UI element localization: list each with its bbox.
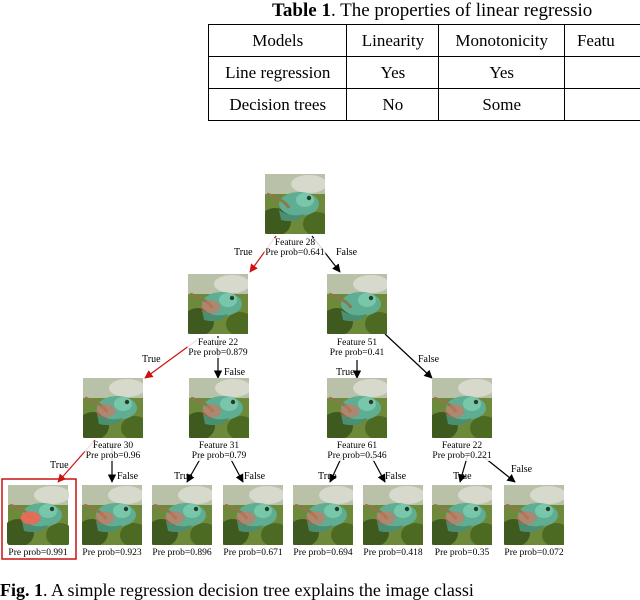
node-feature-text: Feature 22 [188, 338, 247, 348]
salient-region-leaf6 [376, 511, 395, 524]
salient-region-l1 [201, 300, 220, 313]
salient-region-leaf1 [21, 511, 41, 524]
salient-region-leaf2 [95, 511, 114, 524]
node-image-root [259, 174, 331, 236]
salient-region-leaf5 [306, 511, 325, 524]
edge-label-rl-false: False [385, 471, 406, 482]
edge-label-rl-true: True [318, 471, 337, 482]
figure-caption: Fig. 1. A simple regression decision tre… [0, 580, 474, 600]
edge-label-root-true: True [234, 247, 253, 258]
node-label-leaf1: Pre prob=0.991 [7, 548, 68, 558]
salient-region-lr [202, 404, 221, 417]
node-prob-text: Pre prob=0.79 [192, 451, 246, 461]
edge-label-r1-false: False [418, 354, 439, 365]
figure-caption-text: . A simple regression decision tree expl… [43, 580, 474, 600]
salient-region-leaf3 [165, 511, 184, 524]
edge-label-root-false: False [336, 247, 357, 258]
edge-label-rr-false: False [511, 464, 532, 475]
edge-label-lr-false: False [244, 471, 265, 482]
node-label-leaf5: Pre prob=0.694 [292, 548, 353, 558]
node-label-leaf8: Pre prob=0.072 [503, 548, 564, 558]
node-feature-text: Feature 51 [330, 338, 384, 348]
salient-region-leaf4 [236, 511, 255, 524]
node-label-leaf6: Pre prob=0.418 [362, 548, 423, 558]
edge-label-l1-true: True [142, 354, 161, 365]
node-feature-text: Feature 61 [327, 441, 386, 451]
node-prob-text: Pre prob=0.96 [86, 451, 140, 461]
node-prob-text: Pre prob=0.671 [223, 548, 282, 558]
node-label-leaf7: Pre prob=0.35 [434, 548, 490, 558]
node-prob-text: Pre prob=0.641 [265, 248, 324, 258]
salient-region-leaf7 [445, 511, 464, 524]
edge-label-lr-true: True [174, 471, 193, 482]
salient-region-rr [445, 404, 464, 417]
edge-label-ll-true: True [50, 460, 69, 471]
node-prob-text: Pre prob=0.879 [188, 348, 247, 358]
node-image-r1 [321, 274, 393, 336]
node-feature-text: Feature 22 [432, 441, 491, 451]
node-prob-text: Pre prob=0.896 [152, 548, 211, 558]
edge-label-rr-true: True [453, 471, 472, 482]
edge-label-r1-true: True [336, 367, 355, 378]
salient-region-leaf8 [517, 511, 536, 524]
node-prob-text: Pre prob=0.546 [327, 451, 386, 461]
node-prob-text: Pre prob=0.41 [330, 348, 384, 358]
node-feature-text: Feature 31 [192, 441, 246, 451]
figure-label: Fig. 1 [0, 580, 43, 600]
node-prob-text: Pre prob=0.923 [82, 548, 141, 558]
node-prob-text: Pre prob=0.072 [504, 548, 563, 558]
node-prob-text: Pre prob=0.694 [293, 548, 352, 558]
salient-region-rl [340, 404, 359, 417]
salient-region-ll [96, 404, 115, 417]
node-prob-text: Pre prob=0.991 [8, 548, 67, 558]
node-label-leaf4: Pre prob=0.671 [222, 548, 283, 558]
edge-label-l1-false: False [224, 367, 245, 378]
edge-label-ll-false: False [117, 471, 138, 482]
node-label-leaf3: Pre prob=0.896 [151, 548, 212, 558]
node-label-leaf2: Pre prob=0.923 [81, 548, 142, 558]
node-prob-text: Pre prob=0.418 [363, 548, 422, 558]
node-feature-text: Feature 28 [265, 238, 324, 248]
node-prob-text: Pre prob=0.35 [435, 548, 489, 558]
tree-nodes [2, 174, 570, 559]
node-feature-text: Feature 30 [86, 441, 140, 451]
node-prob-text: Pre prob=0.221 [432, 451, 491, 461]
